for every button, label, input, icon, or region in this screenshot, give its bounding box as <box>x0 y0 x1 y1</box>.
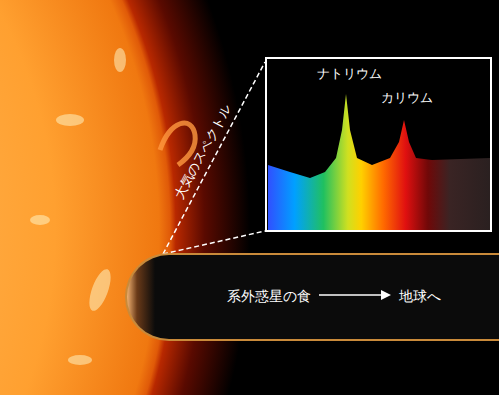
direction-arrow <box>125 253 499 341</box>
zoom-line <box>163 231 265 254</box>
spectrum-box: ナトリウムカリウム <box>265 57 492 232</box>
line-label: ナトリウム <box>317 65 382 83</box>
sun-texture <box>30 48 126 365</box>
arrow-head <box>381 290 391 300</box>
spectrum-ground <box>267 59 490 230</box>
band-label: 地球へ <box>399 288 441 306</box>
eclipse-band: 系外惑星の食 地球へ <box>125 253 499 341</box>
line-label: カリウム <box>381 89 433 107</box>
band-label: 系外惑星の食 <box>227 288 311 306</box>
zoom-line <box>163 62 265 254</box>
arrow-shaft <box>319 294 383 296</box>
spectrum <box>268 94 490 230</box>
